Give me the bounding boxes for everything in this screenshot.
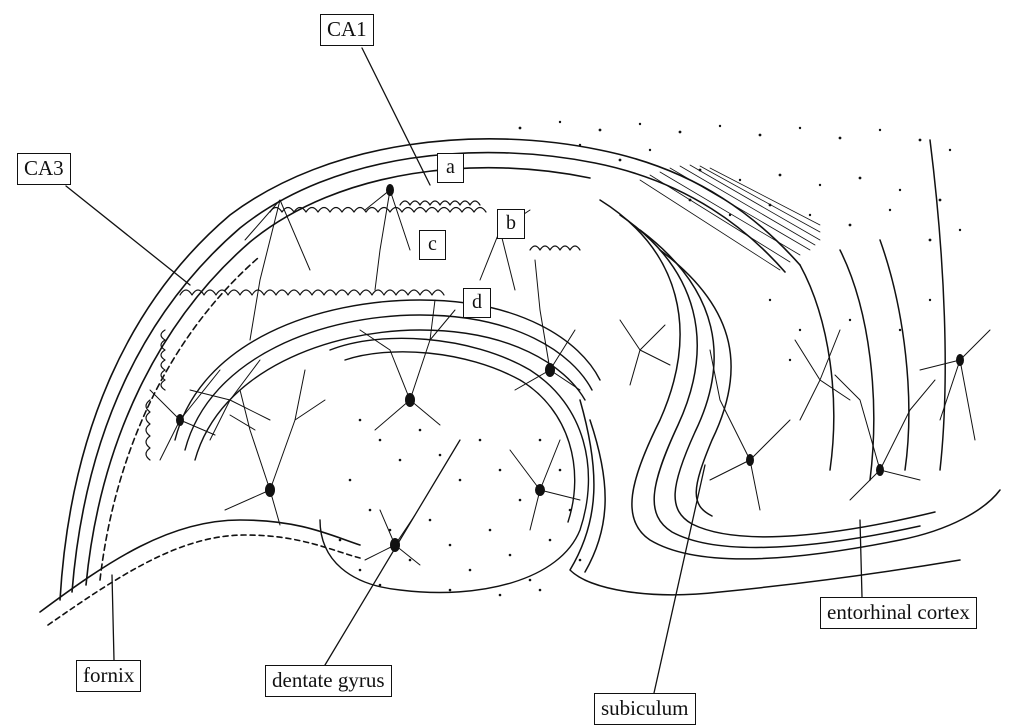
- label-fornix: fornix: [76, 660, 141, 692]
- label-a: a: [437, 153, 464, 183]
- subiculum-lines: [570, 140, 1000, 595]
- label-subiculum: subiculum: [594, 693, 696, 725]
- hatched-region: [640, 165, 820, 270]
- label-ca1: CA1: [320, 14, 374, 46]
- cell-bodies: [176, 184, 964, 552]
- label-entorhinal-cortex: entorhinal cortex: [820, 597, 977, 629]
- label-b: b: [497, 209, 525, 239]
- leader-lines: [66, 48, 862, 693]
- label-d: d: [463, 288, 491, 318]
- label-dentate-gyrus: dentate gyrus: [265, 665, 392, 697]
- label-ca3: CA3: [17, 153, 71, 185]
- label-c: c: [419, 230, 446, 260]
- stipple-texture: [339, 121, 962, 597]
